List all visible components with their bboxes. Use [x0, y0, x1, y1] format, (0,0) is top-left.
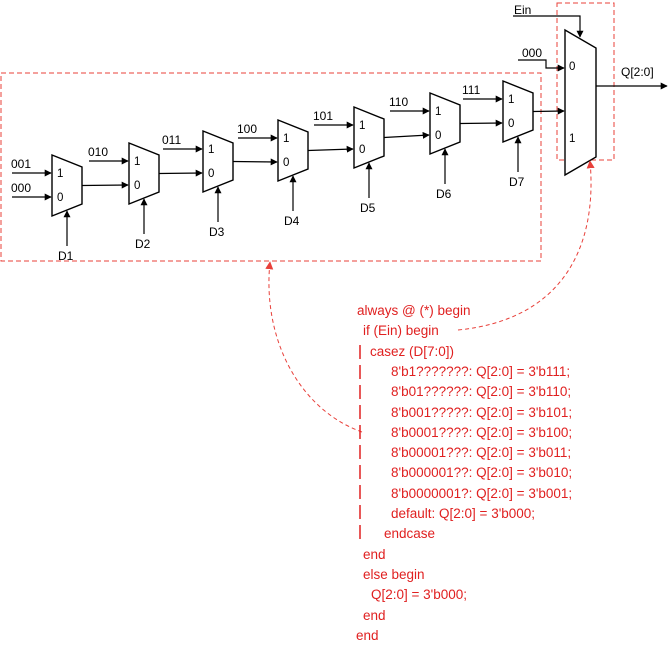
- mux-3-pin0: 0: [208, 168, 214, 180]
- enable-wire: [513, 15, 584, 38]
- code-to-chain-arrow: [265, 261, 363, 433]
- mux-5-input1-value: 101: [313, 109, 333, 123]
- mux-7-select-label: D7: [509, 175, 525, 189]
- code-to-output-mux-arrow: [457, 160, 595, 331]
- mux-7-pin1: 1: [508, 94, 514, 106]
- mux-4-select-label: D4: [284, 214, 300, 228]
- mux-4-input1-value: 100: [237, 122, 257, 136]
- mux-4-body: [277, 118, 309, 183]
- mux-3-to-mux-4-wire: [232, 158, 278, 166]
- mux-5-pin0: 0: [359, 144, 365, 156]
- mux-1-input0-value: 000: [11, 181, 31, 195]
- mux-2-to-mux-3-wire: [158, 169, 203, 177]
- output-mux: 0 1 Ein 000 Q[2:0]: [513, 3, 668, 177]
- mux-1-body: [51, 153, 83, 218]
- mux-6-body: [429, 91, 461, 156]
- mux-6-to-mux-7-wire: [459, 119, 503, 127]
- mux-3-input1-value: 011: [162, 133, 181, 147]
- mux-5-pin1: 1: [359, 120, 365, 132]
- mux-2-input1-value: 010: [88, 145, 108, 159]
- mux-5-select-label: D5: [360, 201, 376, 215]
- output-mux-pin1: 1: [569, 133, 575, 145]
- mux-5-body: [353, 105, 385, 170]
- mux-6-input1-value: 110: [389, 95, 408, 109]
- mux-4-to-mux-5-wire: [307, 145, 354, 153]
- mux-4-pin0: 0: [283, 157, 289, 169]
- mux-2-pin1: 1: [134, 156, 140, 168]
- mux-3-select-label: D3: [209, 225, 225, 239]
- mux-2-pin0: 0: [134, 180, 140, 192]
- mux-6-pin1: 1: [435, 106, 441, 118]
- mux-6-pin0: 0: [435, 130, 441, 142]
- mux-2-body: [128, 141, 160, 206]
- mux-1-select-label: D1: [58, 249, 74, 263]
- mux-2-select-label: D2: [135, 237, 151, 251]
- mux-7-to-output-mux-wire: [532, 107, 565, 115]
- output-mux-pin0: 0: [569, 61, 575, 73]
- output-mux-body: [564, 28, 597, 177]
- enable-label: Ein: [514, 3, 531, 17]
- mux-7-body: [502, 79, 534, 144]
- mux-chain-box: [0, 72, 542, 262]
- mux-7-input1-value: 111: [462, 83, 481, 97]
- mux-6-select-label: D6: [436, 187, 452, 201]
- mux-1-pin1: 1: [57, 168, 63, 180]
- output-label: Q[2:0]: [621, 65, 654, 79]
- mux-7-pin0: 0: [508, 118, 514, 130]
- mux-1-input1-value: 001: [11, 157, 31, 171]
- mux-1-pin0: 0: [57, 192, 63, 204]
- output-mux-input0-value: 000: [522, 46, 542, 60]
- mux-1-to-mux-2-wire: [81, 181, 129, 189]
- output-mux-input0-wire: [518, 59, 565, 72]
- mux-3-pin1: 1: [208, 144, 214, 156]
- mux-5-to-mux-6-wire: [383, 131, 430, 139]
- mux-3-body: [202, 129, 234, 194]
- mux-chain: 10001000D110010D210011D310100D410101D510…: [11, 79, 565, 263]
- mux-4-pin1: 1: [283, 133, 289, 145]
